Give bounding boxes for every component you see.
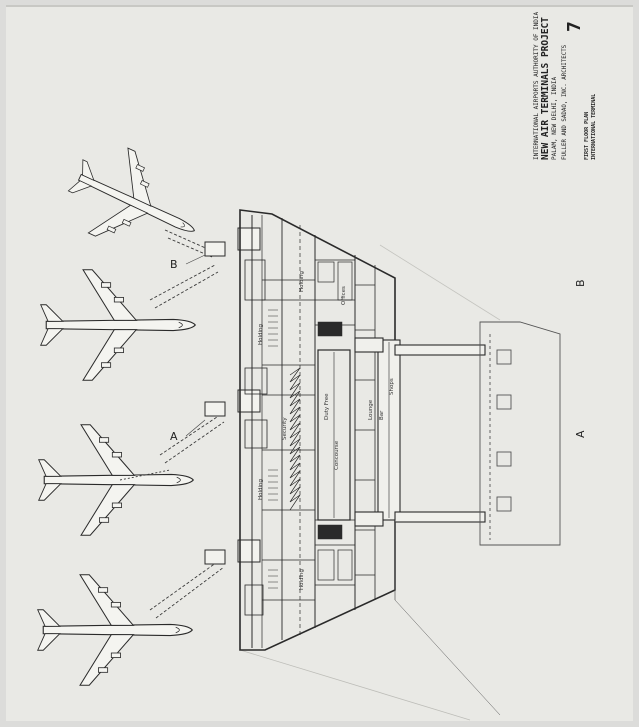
sheet-number: 7 bbox=[564, 21, 585, 32]
title-authority: INTERNATIONAL AIRPORTS AUTHORITY OF INDI… bbox=[533, 12, 540, 160]
jet-bridges bbox=[119, 229, 225, 619]
label-shops: Shops bbox=[389, 378, 395, 395]
sheet-title-1: FIRST FLOOR PLAN bbox=[584, 112, 590, 160]
label-security: Security bbox=[282, 417, 288, 440]
gate-pods bbox=[204, 227, 261, 565]
title-project: NEW AIR TERMINALS PROJECT bbox=[540, 17, 551, 160]
label-offices: Offices bbox=[341, 286, 347, 305]
label-holding-lower: Holding bbox=[258, 479, 264, 500]
connector-bridges bbox=[354, 337, 486, 527]
label-holding-upper: Holding bbox=[299, 271, 305, 292]
section-mark-a-landside: A bbox=[574, 430, 587, 438]
label-holding-middle: Holding bbox=[258, 324, 264, 345]
landside-building bbox=[394, 321, 561, 716]
label-bar: Bar bbox=[379, 410, 385, 420]
section-mark-b-landside: B bbox=[574, 279, 587, 287]
section-mark-a-airside: A bbox=[170, 430, 178, 443]
section-marks: B A B A bbox=[170, 258, 587, 443]
label-concourse: Concourse bbox=[334, 440, 340, 470]
sheet-title-2: INTERNATIONAL TERMINAL bbox=[591, 94, 597, 160]
title-block: INTERNATIONAL AIRPORTS AUTHORITY OF INDI… bbox=[533, 12, 597, 160]
label-lounge: Lounge bbox=[368, 399, 374, 420]
title-architects: FULLER AND SADAO, INC. ARCHITECTS bbox=[562, 44, 568, 160]
title-location: PALAM, NEW DELHI, INDIA bbox=[551, 77, 558, 160]
room-labels: Holding Holding Holding Holding Security… bbox=[258, 271, 395, 590]
section-mark-b-airside: B bbox=[170, 258, 178, 271]
label-duty-free: Duty Free bbox=[324, 393, 330, 420]
label-holding-bottom: Holding bbox=[299, 569, 305, 590]
